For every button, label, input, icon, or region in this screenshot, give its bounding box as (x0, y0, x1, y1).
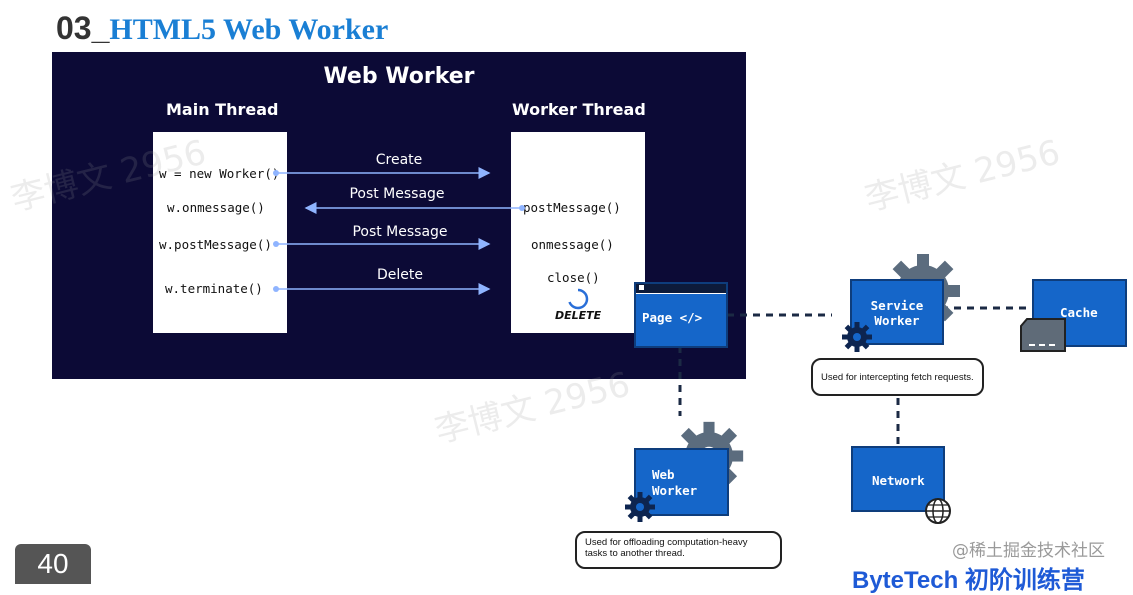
loading-icon (568, 288, 589, 310)
small-gear-icon (842, 322, 872, 352)
arrow-label-post-message: Post Message (352, 224, 448, 240)
slide-heading: 03_ HTML5 Web Worker (56, 10, 388, 46)
service-worker-label: Worker (874, 313, 920, 328)
main-thread-box: w = new Worker() w.onmessage() w.postMes… (153, 132, 287, 333)
main-line: w.onmessage() (167, 200, 265, 215)
web-worker-label: Worker (652, 483, 698, 498)
worker-thread-label: Worker Thread (512, 100, 646, 119)
message-arrows (273, 167, 525, 295)
web-worker-note: Used for offloading computation-heavy ta… (575, 531, 782, 569)
brand-logo-text: ByteTech 初阶训练营 (852, 567, 1085, 594)
slide-title: HTML5 Web Worker (109, 13, 389, 46)
page-label: Page </> (642, 310, 703, 325)
page-number: 40 (15, 544, 91, 584)
worker-thread-box: postMessage() onmessage() close() DELETE (511, 132, 645, 333)
arrow-label-delete: Delete (377, 267, 423, 283)
web-worker-label: Web (652, 467, 675, 482)
small-gear-icon (625, 492, 655, 522)
main-line: w.postMessage() (159, 237, 272, 252)
web-worker-panel: Web Worker Main Thread Worker Thread w =… (52, 52, 746, 379)
arrow-label-post-message: Post Message (349, 186, 445, 202)
service-worker-label: Service (870, 298, 924, 313)
sd-card-icon (1020, 318, 1066, 352)
main-line: w.terminate() (165, 281, 263, 296)
cache-label: Cache (1060, 305, 1098, 320)
main-line: w = new Worker() (159, 166, 280, 181)
page-box: Page </> (634, 282, 728, 348)
service-worker-note: Used for intercepting fetch requests. (811, 358, 984, 396)
worker-line: close() (547, 270, 600, 285)
network-box: Network (851, 446, 945, 512)
globe-icon (925, 498, 951, 524)
main-thread-label: Main Thread (166, 100, 279, 119)
arrow-label-create: Create (375, 152, 423, 168)
worker-line: onmessage() (531, 237, 614, 252)
network-label: Network (872, 473, 925, 488)
section-number: 03_ (56, 10, 110, 46)
panel-title: Web Worker (323, 64, 475, 89)
delete-stamp: DELETE (555, 309, 602, 322)
diagram-connectors (678, 306, 1032, 444)
worker-line: postMessage() (523, 200, 621, 215)
source-credit: @稀土掘金技术社区 (952, 541, 1105, 561)
